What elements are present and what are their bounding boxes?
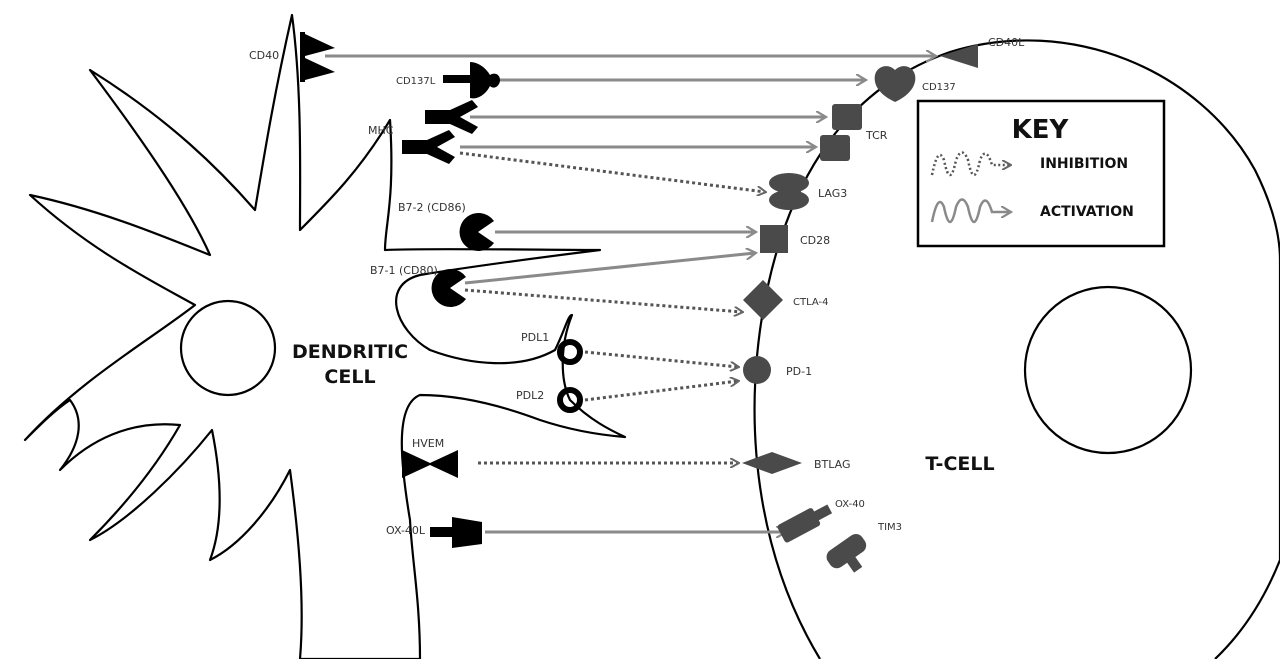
- btlag-receptor-icon: [742, 452, 802, 474]
- tim3-label: TIM3: [877, 522, 902, 533]
- cd40-label: CD40: [249, 49, 279, 62]
- btlag-label: BTLAG: [814, 458, 851, 471]
- cd137-receptor-icon: [874, 66, 916, 102]
- cd40l-receptor-icon: [940, 44, 978, 68]
- pdl1-ligand-icon: [557, 339, 583, 365]
- cd137-label: CD137: [922, 82, 956, 93]
- pd1-label: PD-1: [786, 365, 812, 378]
- mhc-ligand-icon-2: [402, 130, 455, 164]
- cd40l-label: CD40L: [988, 36, 1025, 49]
- key-activation-label: ACTIVATION: [1040, 204, 1134, 220]
- tim3-receptor-icon: [826, 534, 867, 573]
- ctla4-receptor-icon: [743, 280, 783, 320]
- pdl2-ligand-icon: [557, 387, 583, 413]
- key-inhibition-label: INHIBITION: [1040, 156, 1128, 172]
- arrow-b7-1-cd28: [464, 253, 755, 285]
- dendritic-cell-nucleus: [179, 299, 277, 397]
- dendritic-cell-outline: [23, 13, 627, 659]
- t-cell-nucleus: [1023, 285, 1193, 455]
- t-cell-label: T-CELL: [925, 453, 994, 475]
- dendritic-cell-label-line1: DENDRITIC: [292, 341, 408, 363]
- lag3-label: LAG3: [818, 187, 847, 200]
- tcr-receptor-icon-2: [820, 135, 850, 161]
- key-legend: KEY INHIBITION ACTIVATION: [916, 99, 1166, 248]
- pdl2-label: PDL2: [516, 389, 544, 402]
- pdl1-label: PDL1: [521, 331, 549, 344]
- tcr-receptor-icon-1: [832, 104, 862, 130]
- mhc-ligand-icon-1: [425, 100, 478, 134]
- ox40l-ligand-icon: [430, 517, 482, 548]
- b7-1-ligand-icon: [431, 269, 466, 307]
- lag3-receptor-icon: [769, 173, 809, 210]
- arrow-mhc-lag3: [459, 151, 765, 192]
- key-title: KEY: [1012, 115, 1070, 145]
- ox40l-label: OX-40L: [386, 524, 426, 537]
- tcr-label: TCR: [865, 129, 888, 142]
- ctla4-label: CTLA-4: [793, 297, 828, 308]
- cd40-ligand-icon: [300, 32, 335, 82]
- b7-2-label: B7-2 (CD86): [398, 201, 466, 214]
- activation-wave-icon: [930, 198, 1010, 224]
- mhc-label: MHC: [368, 124, 394, 137]
- b7-2-ligand-icon: [459, 213, 494, 252]
- arrow-pdl2-pd1: [584, 381, 738, 402]
- dendritic-cell-label-line2: CELL: [324, 366, 375, 388]
- arrow-b7-1-ctla4: [464, 288, 742, 312]
- ox40-receptor-icon: [777, 504, 833, 543]
- hvem-ligand-icon: [402, 450, 458, 478]
- arrow-pdl1-pd1: [584, 350, 738, 367]
- cd28-receptor-icon: [760, 225, 788, 253]
- cd137l-label: CD137L: [396, 76, 436, 87]
- pd1-receptor-icon: [743, 356, 771, 384]
- cd137l-ligand-icon: [443, 62, 500, 99]
- cd28-label: CD28: [800, 234, 830, 247]
- hvem-label: HVEM: [412, 437, 444, 450]
- b7-1-label: B7-1 (CD80): [370, 264, 438, 277]
- inhibition-wave-icon: [930, 151, 1010, 177]
- ox40-label: OX-40: [835, 499, 865, 510]
